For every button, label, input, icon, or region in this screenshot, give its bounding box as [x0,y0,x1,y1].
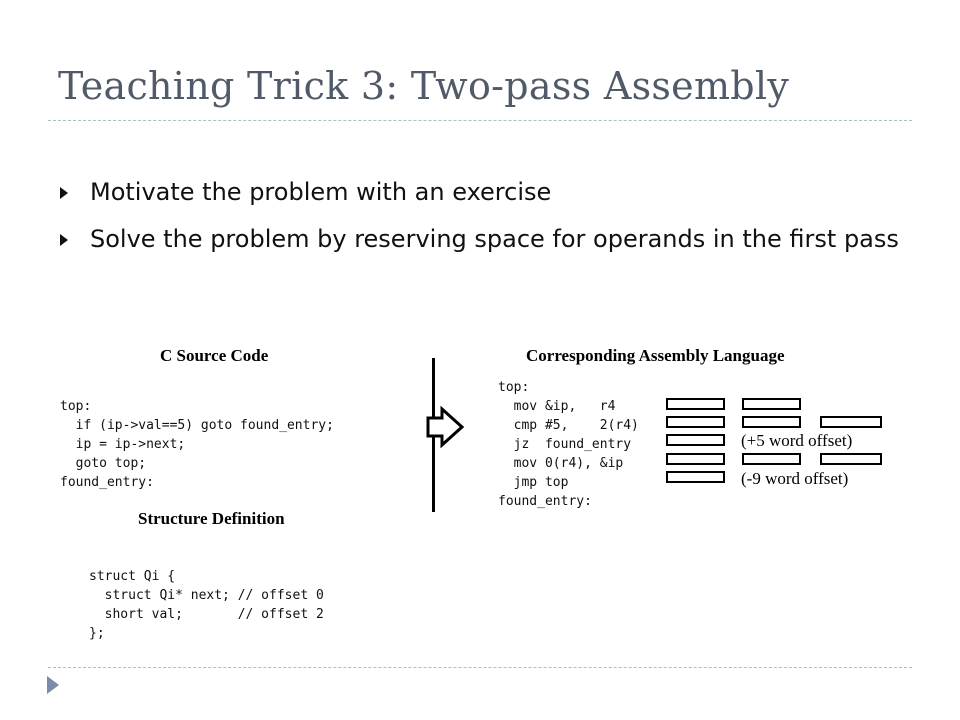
operand-box [820,416,882,428]
operand-box [666,416,725,428]
assembly-code: top: mov &ip, r4 cmp #5, 2(r4) jz found_… [498,380,639,509]
bullet-text: Motivate the problem with an exercise [90,178,552,206]
backward-offset-annotation: (-9 word offset) [741,469,849,488]
operand-box [666,398,725,410]
operand-box [742,453,801,465]
c-source-heading: C Source Code [160,346,269,365]
operand-box [666,471,725,483]
operand-box [742,398,801,410]
forward-offset-annotation: (+5 word offset) [741,431,853,450]
bullet-item: Solve the problem by reserving space for… [60,223,920,256]
title-divider [48,120,912,121]
slide-title: Teaching Trick 3: Two-pass Assembly [58,64,790,108]
operand-box [820,453,882,465]
footer-divider [48,667,912,668]
bullet-triangle-icon [60,234,68,246]
bullet-list: Motivate the problem with an exercise So… [60,176,920,270]
assembly-heading: Corresponding Assembly Language [526,346,785,365]
bullet-triangle-icon [60,187,68,199]
bullet-text: Solve the problem by reserving space for… [90,225,899,253]
operand-box [666,453,725,465]
structure-code: struct Qi { struct Qi* next; // offset 0… [89,569,324,641]
bullet-item: Motivate the problem with an exercise [60,176,920,209]
c-source-code: top: if (ip->val==5) goto found_entry; i… [60,399,334,490]
slide-nav-triangle-icon [47,676,59,694]
structure-heading: Structure Definition [138,509,285,528]
right-arrow-icon [426,406,465,448]
operand-box [742,416,801,428]
operand-box [666,434,725,446]
